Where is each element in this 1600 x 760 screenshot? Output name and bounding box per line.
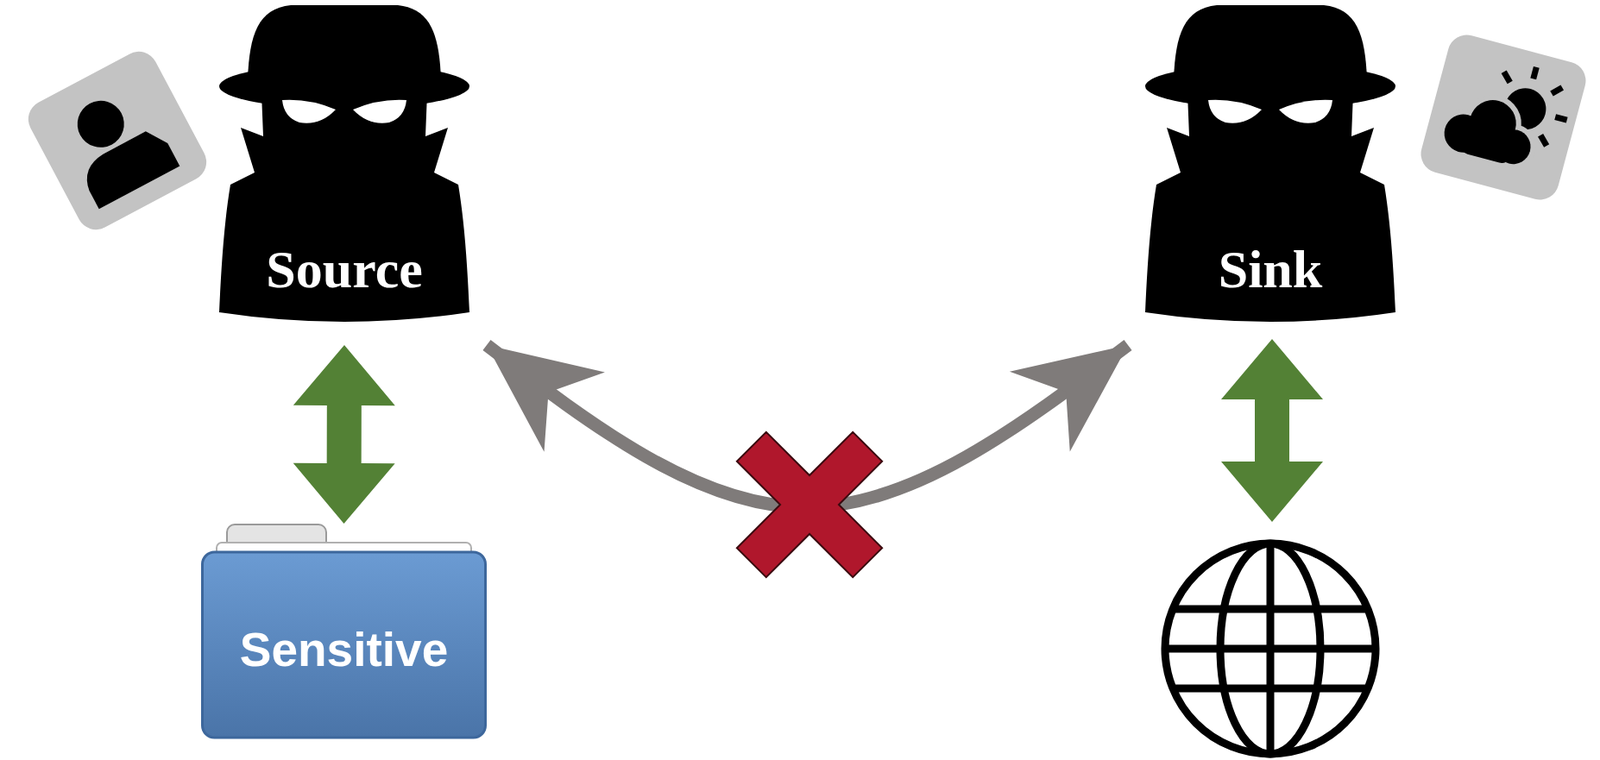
blocked-cross [693,389,926,622]
sensitive-folder: Sensitive [201,523,487,740]
cloud [1440,89,1541,171]
person-icon [21,44,214,237]
double-arrow [1221,339,1323,523]
icon-tile [1417,31,1591,205]
node-label: Sink [1218,239,1323,301]
folder-body [202,552,486,738]
person-body [76,125,180,209]
icon-tile [21,44,214,237]
source-actor: Source [201,5,487,346]
globe-icon [1165,543,1376,755]
cloud-gap [1440,89,1541,171]
weather-icon [1417,31,1591,205]
double-arrow [293,345,396,524]
node-label: Source [265,239,423,301]
spy-silhouette [219,5,470,322]
sink-actor: Sink [1127,5,1413,346]
node-label: Sensitive [239,623,449,678]
spy-silhouette [1145,5,1396,322]
